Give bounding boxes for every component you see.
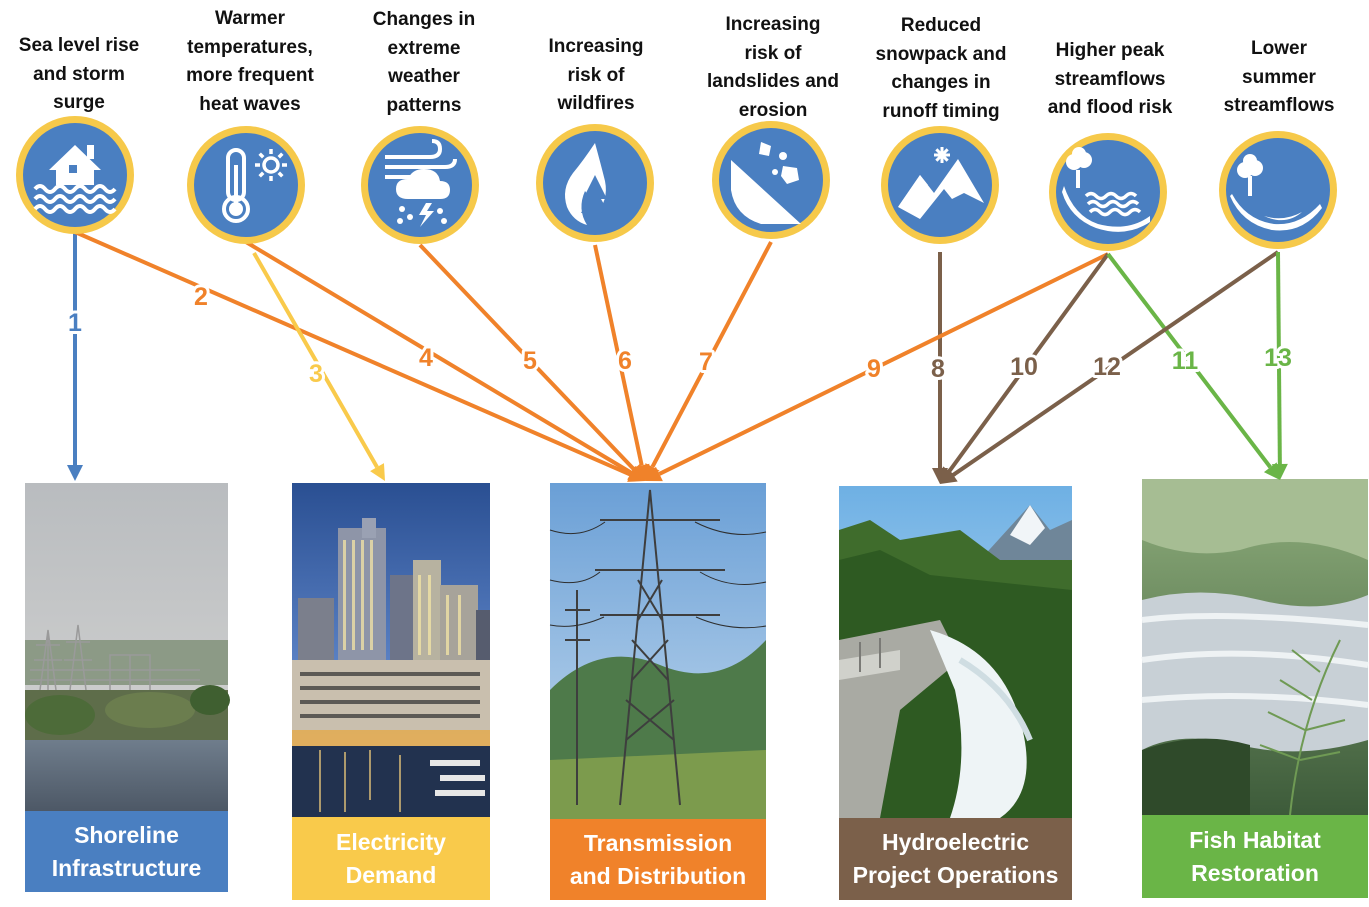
hazard-label-peak-flow: Higher peak streamflows and flood risk bbox=[1047, 40, 1173, 118]
link-number-2: 2 bbox=[194, 283, 208, 311]
link-line-10 bbox=[947, 252, 1110, 473]
link-12 bbox=[940, 250, 1280, 484]
snow-mountain-icon bbox=[881, 126, 999, 244]
link-line-2 bbox=[74, 230, 632, 477]
link-1 bbox=[67, 232, 83, 481]
substation-shoreline-photo bbox=[25, 483, 230, 811]
link-number-9: 9 bbox=[867, 355, 881, 383]
link-line-9 bbox=[658, 252, 1109, 476]
wildfire-icon bbox=[536, 124, 654, 242]
link-4 bbox=[244, 240, 645, 481]
link-number-6: 6 bbox=[618, 347, 632, 375]
link-number-11: 11 bbox=[1172, 347, 1199, 375]
link-arrowhead-13 bbox=[1271, 463, 1288, 480]
link-line-3 bbox=[252, 252, 379, 469]
impact-label-shoreline: Shoreline Infrastructure bbox=[25, 811, 228, 892]
hazard-label-low-flow: Lower summer streamflows bbox=[1223, 38, 1335, 116]
wildfire-icon-glyph bbox=[565, 143, 609, 225]
hazard-icons bbox=[16, 116, 1337, 251]
thermometer-sun-icon-glyph bbox=[222, 148, 287, 223]
link-number-1: 1 bbox=[68, 309, 82, 337]
link-number-3: 3 bbox=[309, 360, 323, 388]
link-line-5 bbox=[418, 243, 636, 471]
hazard-label-sea-level: Sea level rise and storm surge bbox=[18, 35, 140, 113]
transmission-tower-photo bbox=[549, 483, 767, 819]
link-number-7: 7 bbox=[699, 348, 713, 376]
hazard-label-wildfire: Increasing risk of wildfires bbox=[548, 36, 644, 114]
landslide-icon bbox=[712, 121, 830, 239]
link-line-7 bbox=[650, 241, 773, 468]
high-river-icon bbox=[1049, 133, 1167, 251]
low-river-icon-glyph bbox=[1230, 154, 1322, 231]
impact-label-transmission: Transmission and Distribution bbox=[550, 819, 766, 900]
river-rapids-photo bbox=[1141, 479, 1369, 816]
impact-label-fish-habitat: Fish Habitat Restoration bbox=[1142, 815, 1368, 898]
link-arrowhead-12 bbox=[940, 468, 958, 484]
impact-label-electricity-demand: Electricity Demand bbox=[292, 817, 490, 900]
city-skyline-photo bbox=[292, 483, 490, 817]
link-line-4 bbox=[244, 240, 633, 475]
low-river-icon bbox=[1219, 131, 1337, 249]
hazard-label-landslide: Increasing risk of landslides and erosio… bbox=[707, 14, 839, 121]
link-number-10: 10 bbox=[1010, 353, 1038, 381]
dam-spillway-photo bbox=[839, 486, 1072, 818]
link-number-4: 4 bbox=[419, 344, 433, 372]
landslide-icon-glyph bbox=[731, 142, 801, 224]
link-line-13 bbox=[1276, 251, 1282, 465]
link-2 bbox=[74, 230, 645, 482]
link-line-6 bbox=[593, 244, 644, 466]
high-river-icon-glyph bbox=[1062, 147, 1150, 232]
impact-links bbox=[67, 230, 1288, 484]
link-number-5: 5 bbox=[523, 347, 537, 375]
link-9 bbox=[645, 252, 1109, 482]
link-number-12: 12 bbox=[1093, 353, 1121, 381]
hazard-label-snowpack: Reduced snowpack and changes in runoff t… bbox=[875, 15, 1007, 122]
link-number-13: 13 bbox=[1264, 344, 1292, 372]
storm-cloud-icon bbox=[361, 126, 479, 244]
flooded-house-icon-glyph bbox=[33, 145, 117, 214]
link-arrowhead-1 bbox=[67, 465, 83, 481]
link-line-11 bbox=[1106, 252, 1272, 469]
link-arrowhead-9 bbox=[645, 466, 663, 482]
hazard-label-heat: Warmer temperatures, more frequent heat … bbox=[186, 8, 314, 115]
storm-cloud-icon-glyph bbox=[385, 139, 457, 227]
link-arrowhead-3 bbox=[370, 463, 385, 481]
snow-mountain-icon-glyph bbox=[898, 146, 984, 219]
hazard-label-extreme-weather: Changes in extreme weather patterns bbox=[372, 9, 476, 116]
link-13 bbox=[1271, 251, 1288, 480]
thermometer-sun-icon bbox=[187, 126, 305, 244]
link-3 bbox=[252, 252, 385, 481]
flooded-house-icon bbox=[16, 116, 134, 234]
impact-label-hydroelectric: Hydroelectric Project Operations bbox=[839, 818, 1072, 900]
link-number-8: 8 bbox=[931, 355, 945, 383]
link-line-12 bbox=[952, 250, 1280, 477]
